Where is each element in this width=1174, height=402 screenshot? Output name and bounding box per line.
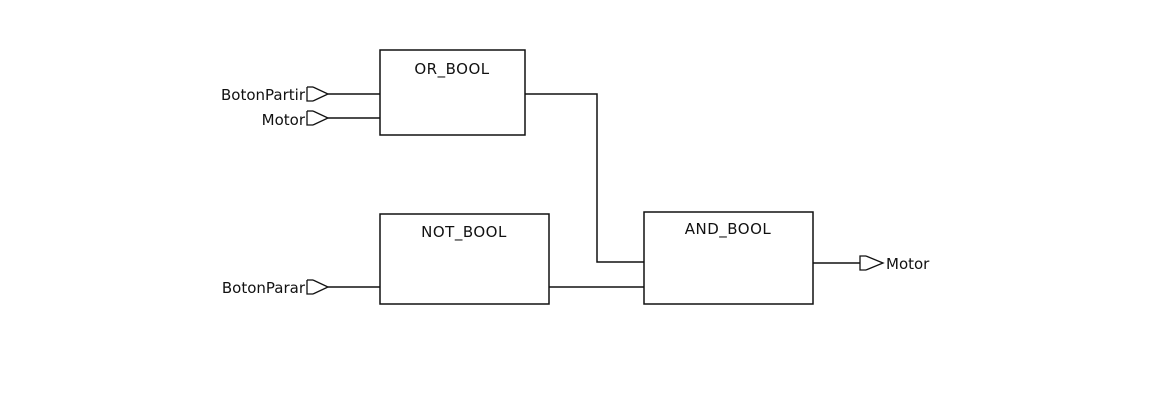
not-bool-block[interactable]: NOT_BOOL bbox=[379, 213, 550, 305]
input-boton-partir[interactable]: BotonPartir bbox=[221, 86, 330, 104]
input-motor[interactable]: Motor bbox=[262, 110, 330, 129]
input-connector-icon bbox=[306, 110, 330, 126]
wire-or-to-and bbox=[525, 93, 644, 263]
and-bool-title: AND_BOOL bbox=[685, 220, 772, 239]
input-label-boton-partir: BotonPartir bbox=[221, 86, 306, 104]
input-label-boton-parar: BotonParar bbox=[222, 279, 306, 297]
output-label-motor: Motor bbox=[886, 255, 930, 273]
input-connector-icon bbox=[306, 86, 330, 102]
input-connector-icon bbox=[306, 279, 330, 295]
output-connector-icon bbox=[859, 255, 885, 271]
or-bool-block[interactable]: OR_BOOL bbox=[379, 49, 526, 136]
output-motor[interactable]: Motor bbox=[859, 255, 930, 273]
input-label-motor: Motor bbox=[262, 111, 306, 129]
input-boton-parar[interactable]: BotonParar bbox=[222, 279, 330, 297]
or-bool-title: OR_BOOL bbox=[414, 60, 489, 79]
and-bool-block[interactable]: AND_BOOL bbox=[643, 211, 814, 305]
not-bool-title: NOT_BOOL bbox=[421, 223, 507, 242]
